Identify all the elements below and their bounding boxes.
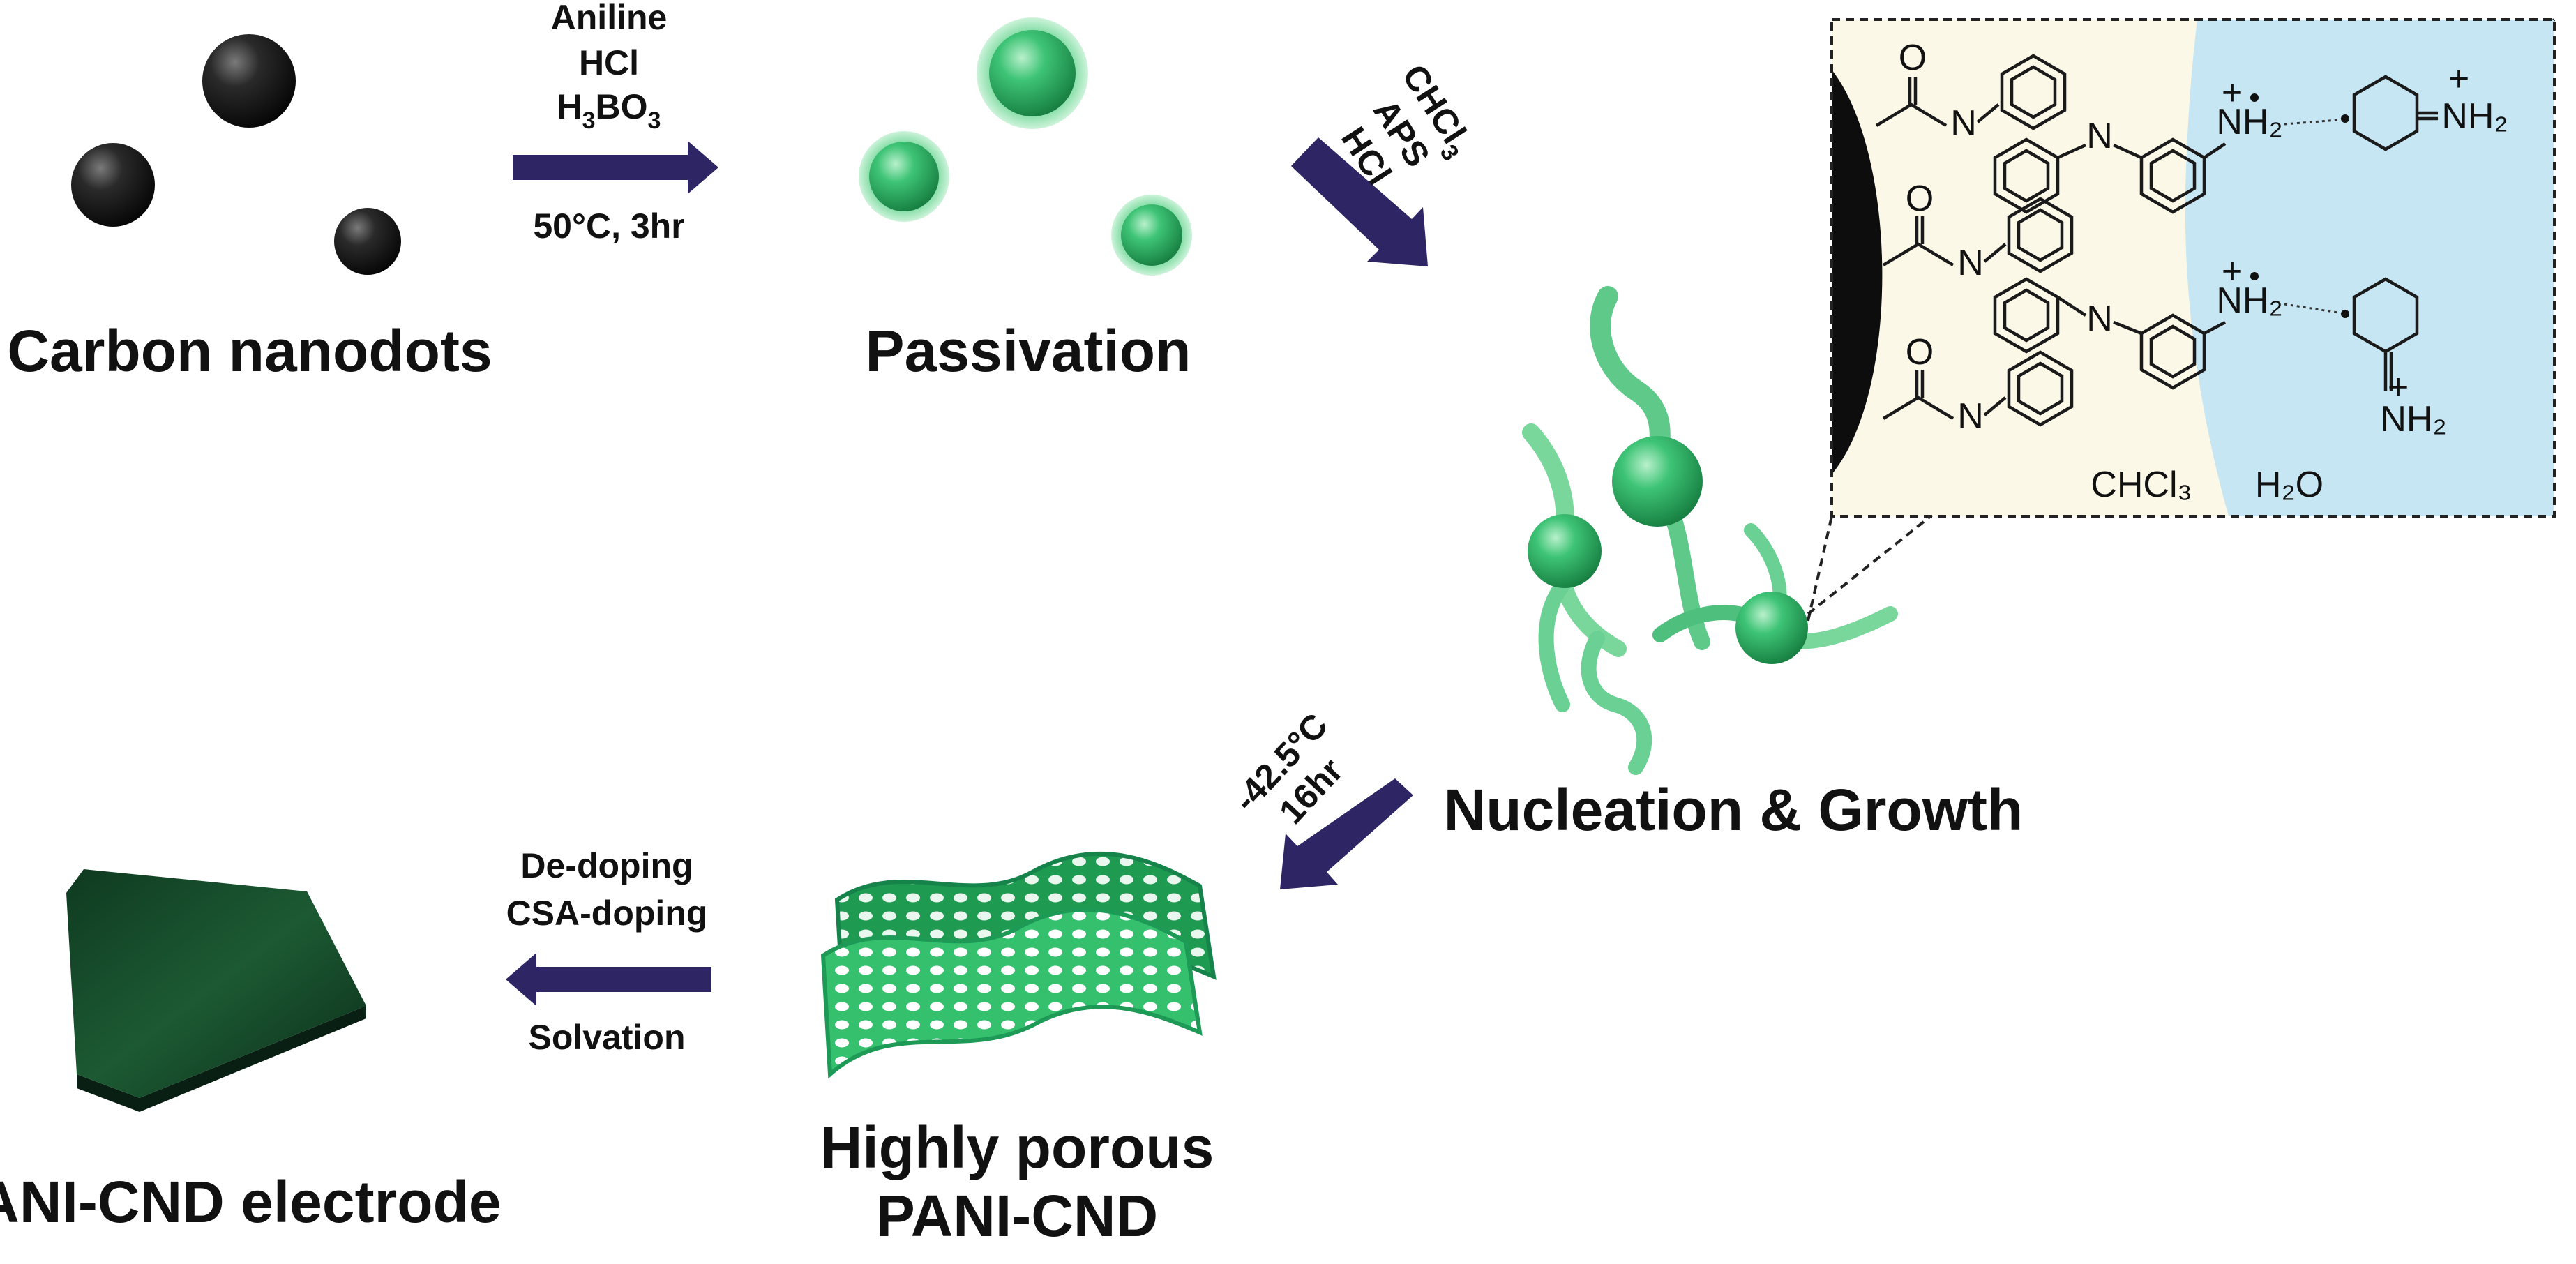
condition-temperature-time: 50°C, 3hr (533, 206, 684, 246)
arrow-step4-shape (506, 953, 711, 1006)
carbon-nanodot (334, 208, 401, 275)
condition-boric-acid: H3BO3 (557, 87, 661, 134)
arrow-step4: De-doping CSA-doping Solvation (506, 846, 711, 1057)
middle-amide-group: O N (1882, 179, 2074, 283)
bottom-amide-group: O N (1882, 332, 2074, 437)
ammonium-group: NH₂ (2216, 280, 2282, 321)
nucleation-growth-group: Nucleation & Growth (1444, 286, 2024, 843)
iminium-group: NH₂ (2441, 96, 2508, 137)
porous-sheet-front (820, 907, 1203, 1079)
lower-pani-chain: N NH₂ + NH₂ + (1993, 251, 2447, 439)
nucleated-dot (1735, 592, 1808, 664)
atom-nitrogen: N (1957, 243, 1984, 283)
nucleation-growth-label: Nucleation & Growth (1444, 777, 2024, 843)
condition-csa-doping: CSA-doping (506, 894, 708, 933)
electrode-film-top (66, 869, 366, 1098)
carbon-nanodot (202, 34, 296, 128)
interface-inset: O N N NH₂ + NH₂ + (1830, 18, 2556, 518)
ammonium-group: NH₂ (2216, 102, 2282, 142)
arrow-step3-shape (1280, 778, 1413, 889)
inset-water-phase (2185, 20, 2554, 516)
condition-aniline: Aniline (551, 0, 668, 37)
atom-nitrogen: N (2086, 299, 2113, 339)
electrode-group: PANI-CND electrode (0, 869, 502, 1235)
atom-oxygen: O (1906, 332, 1934, 373)
passivation-group: Passivation (859, 17, 1192, 384)
atom-nitrogen: N (1957, 396, 1984, 437)
passivated-dot-core (869, 142, 939, 211)
zoom-line-lower (1807, 516, 1833, 622)
positive-charge: + (2388, 367, 2409, 407)
carbon-core-surface (1832, 70, 1883, 474)
condition-solvation: Solvation (528, 1018, 685, 1057)
inset-frame (1830, 18, 2556, 518)
positive-charge: + (2222, 251, 2243, 292)
atom-oxygen: O (1899, 38, 1927, 78)
upper-amide-group: O N (1875, 38, 2067, 144)
passivated-dot-core (989, 30, 1076, 116)
polymer-chain (1538, 571, 1576, 712)
positive-charge: + (2448, 59, 2469, 99)
passivated-dot-core (1121, 204, 1182, 266)
iminium-group: NH₂ (2380, 399, 2446, 439)
arrow-step1: Aniline HCl H3BO3 50°C, 3hr (513, 0, 718, 246)
positive-charge: + (2222, 73, 2243, 113)
benzene-ring (2007, 197, 2074, 273)
organic-phase-label: CHCl₃ (2091, 465, 2192, 505)
passivation-label: Passivation (866, 318, 1191, 384)
porous-label-line2: PANI-CND (876, 1183, 1158, 1249)
electrode-label: PANI-CND electrode (0, 1169, 502, 1235)
atom-nitrogen: N (2086, 116, 2113, 156)
porous-pani-cnd-group: Highly porous PANI-CND (820, 851, 1217, 1249)
benzene-ring (2007, 350, 2074, 427)
polymer-chain (1581, 631, 1652, 775)
carbon-nanodot (71, 143, 155, 227)
arrow-step1-shape (513, 141, 718, 194)
arrow-step3: -42.5°C 16hr (1226, 706, 1413, 889)
benzene-ring (2000, 54, 2067, 130)
arrow-step2-shape (1291, 137, 1428, 266)
water-phase-label: H₂O (2255, 465, 2323, 505)
nucleated-dot (1612, 436, 1703, 527)
nucleated-dot (1528, 514, 1602, 588)
condition-hcl: HCl (579, 43, 639, 82)
atom-oxygen: O (1906, 179, 1934, 219)
carbon-nanodots-group: Carbon nanodots (7, 34, 492, 384)
condition-dedoping: De-doping (520, 846, 693, 885)
quinoid-ring (2352, 75, 2419, 151)
upper-pani-chain: N NH₂ + NH₂ + (1993, 59, 2508, 214)
porous-label-line1: Highly porous (820, 1115, 1214, 1180)
carbon-nanodots-label: Carbon nanodots (7, 318, 492, 384)
arrow-step2: CHCl3 APS HCl (1291, 58, 1474, 266)
atom-nitrogen: N (1950, 103, 1977, 144)
